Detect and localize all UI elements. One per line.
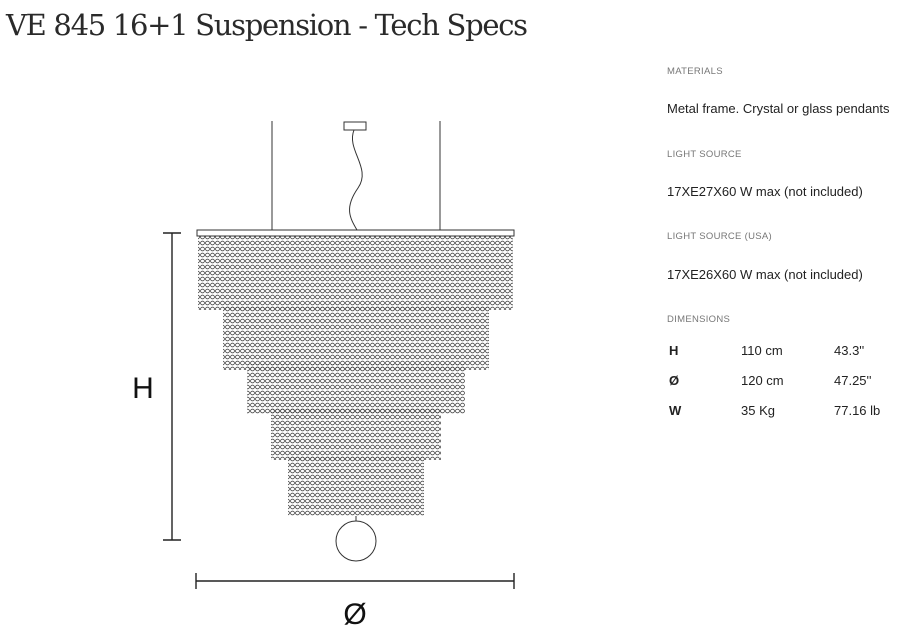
light-source-value: 17XE27X60 W max (not included) — [667, 184, 863, 199]
dimension-key: H — [669, 343, 679, 358]
dimension-metric: 35 Kg — [741, 403, 775, 418]
dimensions-label: DIMENSIONS — [667, 314, 731, 325]
light-source-label: LIGHT SOURCE — [667, 149, 742, 160]
diameter-dimension-line — [195, 573, 515, 589]
bottom-globe — [335, 520, 377, 562]
crystal-tier-3 — [247, 364, 465, 414]
dimension-row-diameter: Ø 120 cm 47.25'' — [667, 373, 900, 391]
crystal-tier-1 — [198, 236, 513, 310]
light-source-usa-value: 17XE26X60 W max (not included) — [667, 267, 863, 282]
dimension-key: Ø — [669, 373, 680, 388]
frame-ring — [196, 229, 515, 237]
dimension-metric: 110 cm — [741, 343, 783, 358]
ceiling-canopy — [343, 121, 367, 131]
light-source-usa-label: LIGHT SOURCE (USA) — [667, 231, 772, 242]
crystal-tier-5 — [288, 456, 424, 516]
dimension-key: W — [669, 403, 682, 418]
dimension-imperial: 47.25'' — [834, 373, 872, 388]
dimension-row-height: H 110 cm 43.3'' — [667, 343, 900, 361]
diameter-label: Ø — [343, 598, 366, 631]
dimension-row-weight: W 35 Kg 77.16 lb — [667, 403, 900, 421]
dimension-imperial: 43.3'' — [834, 343, 865, 358]
crystal-tier-2 — [223, 306, 489, 370]
chandelier-technical-drawing: H Ø — [132, 121, 515, 631]
dimension-metric: 120 cm — [741, 373, 784, 388]
materials-value: Metal frame. Crystal or glass pendants — [667, 101, 890, 116]
suspension-cables — [271, 121, 441, 231]
crystal-tiers — [198, 236, 513, 516]
dimension-imperial: 77.16 lb — [834, 403, 881, 418]
crystal-tier-4 — [271, 408, 441, 460]
height-label: H — [132, 372, 154, 405]
materials-label: MATERIALS — [667, 66, 723, 77]
height-dimension-line — [163, 232, 181, 541]
page-title: VE 845 16+1 Suspension - Tech Specs — [6, 8, 528, 42]
